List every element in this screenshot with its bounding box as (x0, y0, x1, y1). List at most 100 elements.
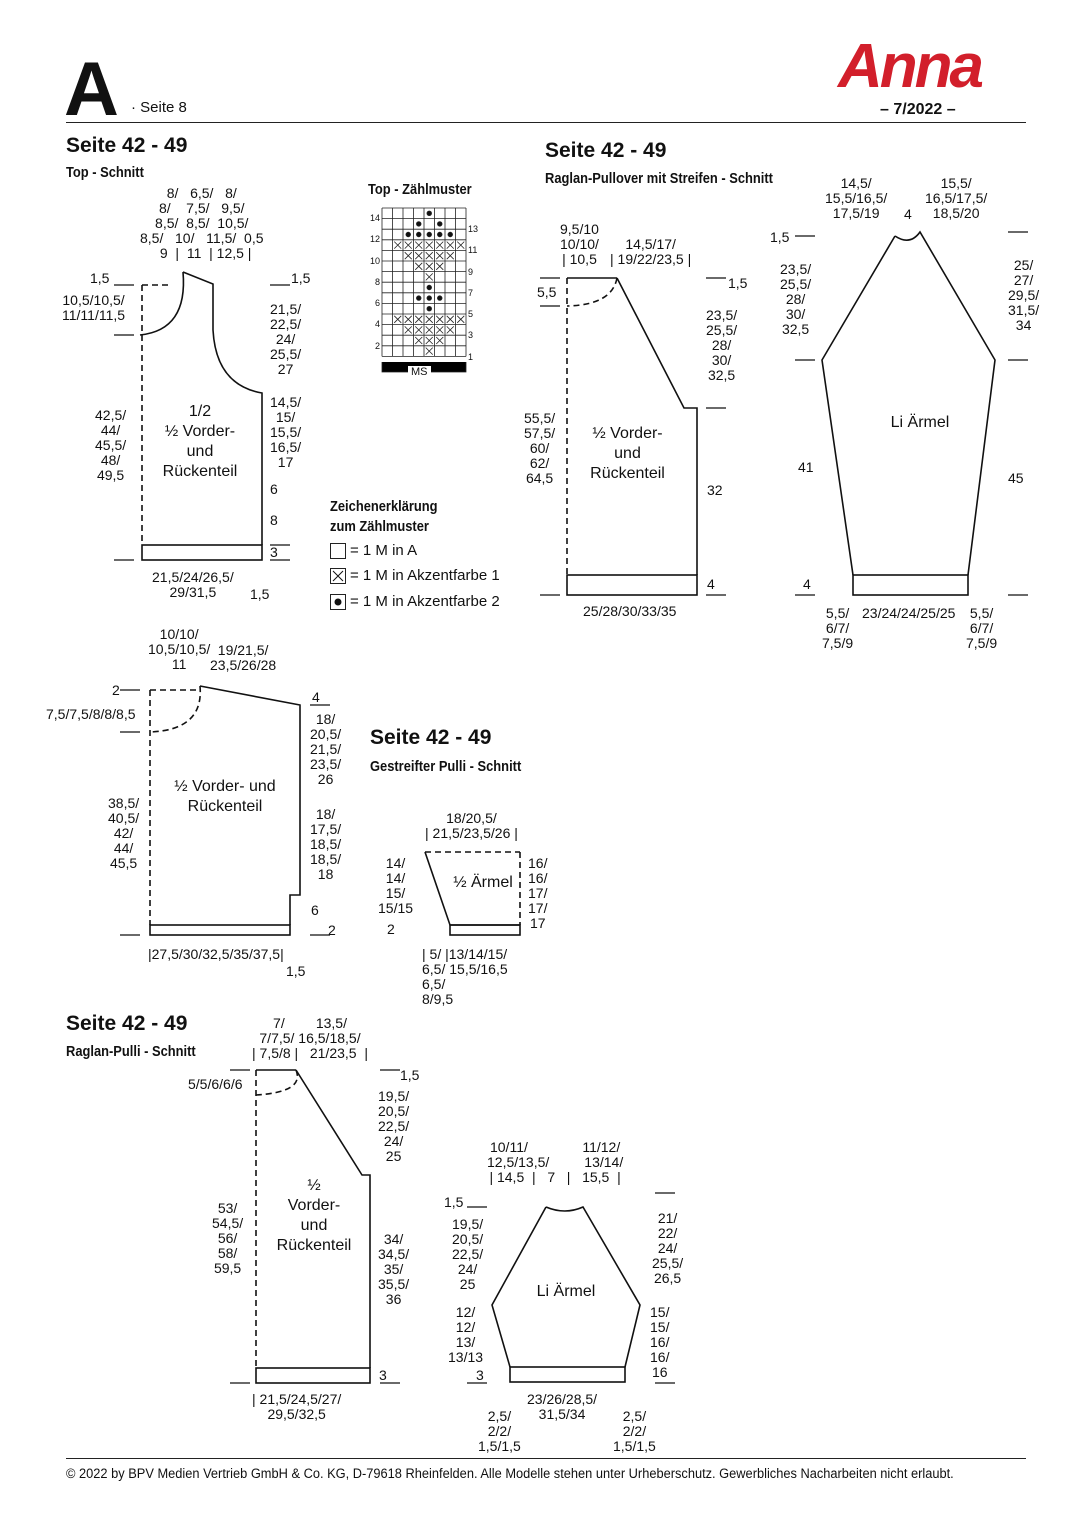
dot-mark (416, 295, 422, 301)
p2-neck-d: 7,5/7,5/8/8/8,5 (46, 706, 136, 722)
rs-side: 32 (707, 482, 723, 498)
cross-mark (456, 315, 465, 324)
top-piece-label: 1/2 ½ Vorder- und Rückenteil (162, 403, 238, 480)
rp-width: | 21,5/24,5/27/ 29,5/32,5 (252, 1391, 342, 1422)
raglan-pulli-subtitle: Raglan-Pulli - Schnitt (66, 1043, 196, 1060)
cross-mark (446, 326, 455, 334)
gs-right: 16/ 16/ 17/ 17/ 17 (528, 855, 548, 931)
rs-sl-top-right: 15,5/ 16,5/17,5/ 18,5/20 (925, 175, 988, 221)
cross-mark (446, 315, 455, 324)
grid-row-num: 4 (374, 319, 380, 330)
rs-neck-d: 5,5 (537, 284, 557, 300)
p2-length: 38,5/ 40,5/ 42/ 44/ 45,5 (108, 795, 140, 871)
grid-ms: MS (408, 366, 431, 378)
legend-text: = 1 M in Akzentfarbe 2 (350, 593, 500, 610)
grid-row-num: 7 (468, 287, 474, 298)
rs-raglan: 23,5/ 25,5/ 28/ 30/ 32,5 (706, 307, 738, 383)
cross-mark (425, 326, 434, 334)
gs-left-two: 2 (387, 921, 395, 937)
top-length: 42,5/ 44/ 45,5/ 48/ 49,5 (95, 407, 127, 483)
legend-text: = 1 M in A (350, 542, 418, 559)
dot-mark (426, 306, 432, 312)
legend-item-akzent2: = 1 M in Akzentfarbe 2 (330, 593, 500, 610)
rp-sl-right-raglan: 21/ 22/ 24/ 25,5/ 26,5 (652, 1210, 684, 1286)
section-letter: A (64, 47, 119, 132)
cross-mark (393, 241, 402, 249)
dot-mark (426, 284, 432, 291)
cross-mark (425, 262, 434, 271)
gestreifter-subtitle: Gestreifter Pulli - Schnitt (370, 758, 522, 775)
cross-mark (435, 315, 444, 324)
grid-row-num: 2 (374, 340, 380, 351)
rp-rib: 3 (379, 1367, 387, 1383)
grid-left-numbers: 14 12 10 8 6 4 2 (366, 208, 380, 357)
rp-sl-top: 10/11/ 11/12/ 12,5/13,5/ 13/14/ | 14,5 |… (487, 1139, 624, 1185)
rs-top-right: 14,5/17/ | 19/22/23,5 | (610, 236, 692, 267)
cross-mark (414, 251, 423, 260)
top-subtitle: Top - Schnitt (66, 164, 144, 181)
top-armhole: 21,5/ 22,5/ 24/ 25,5/ 27 (270, 301, 302, 377)
rs-rib: 4 (707, 576, 715, 592)
p2-piece-label: ½ Vorder- und Rückenteil (174, 778, 276, 815)
legend-item-a: = 1 M in A (330, 542, 417, 559)
rs-sl-right-len: 45 (1008, 470, 1024, 486)
top-width-small: 1,5 (250, 586, 270, 602)
grid-row-num: 11 (468, 245, 478, 256)
p2-side: 18/ 17,5/ 18,5/ 18,5/ 18 (310, 806, 342, 882)
cross-mark (404, 315, 413, 324)
rs-sl-right-raglan: 25/ 27/ 29,5/ 31,5/ 34 (1008, 257, 1040, 333)
rp-sl-left-low: 12/ 12/ 13/ 13/13 (448, 1304, 484, 1365)
grid-row-num: 1 (468, 351, 474, 362)
grid-right-numbers: 13 11 9 7 5 3 1 (468, 219, 482, 368)
raglan-streifen-subtitle: Raglan-Pullover mit Streifen - Schnitt (545, 170, 773, 187)
rp-side: 34/ 34,5/ 35/ 35,5/ 36 (378, 1231, 410, 1307)
cross-mark (425, 347, 434, 355)
cross-mark (414, 336, 423, 345)
dot-square-icon (330, 593, 346, 610)
top-three: 3 (270, 544, 278, 560)
p2-six: 6 (311, 902, 319, 918)
top-neck-left: 1,5 (90, 270, 110, 286)
cross-square-icon (330, 567, 346, 584)
gs-piece-label: ½ Ärmel (453, 874, 513, 891)
cross-mark (393, 315, 402, 324)
rs-width: 25/28/30/33/35 (583, 603, 677, 619)
rs-sl-left-raglan: 23,5/ 25,5/ 28/ 30/ 32,5 (780, 261, 812, 337)
dot-mark (437, 221, 443, 227)
dot-mark (426, 210, 432, 216)
legend-title: Zeichenerklärung zum Zählmuster (330, 498, 438, 535)
rs-sl-bot-left: 5,5/ 6/7/ 7,5/9 (822, 605, 854, 651)
cross-mark (425, 251, 434, 260)
top-neck-depth: 10,5/10,5/ 11/11/11,5 (62, 292, 126, 323)
rs-sl-left-len: 41 (798, 459, 814, 475)
cross-mark (435, 336, 444, 345)
rp-neck-d: 5/5/6/6/6 (188, 1076, 243, 1092)
rs-sl-bot-right: 5,5/ 6/7/ 7,5/9 (966, 605, 998, 651)
dot-mark (416, 221, 422, 227)
p2-width: |27,5/30/32,5/35/37,5| (148, 946, 284, 962)
cross-mark (425, 273, 434, 281)
top-shoulder-measures: 8/ 6,5/ 8/ 8/ 7,5/ 9,5/ 8,5/ 8,5/ 10,5/ … (140, 185, 264, 261)
top-neck-right: 1,5 (291, 270, 311, 286)
cross-mark (456, 241, 465, 249)
grid-row-num: 3 (468, 330, 474, 341)
gs-left: 14/ 14/ 15/ 15/15 (378, 855, 414, 916)
rp-sl-left-raglan: 19,5/ 20,5/ 22,5/ 24/ 25 (452, 1216, 484, 1292)
p2-four: 4 (312, 689, 320, 705)
cross-mark (425, 315, 434, 324)
dot-mark (416, 231, 422, 238)
cross-mark (435, 326, 444, 334)
top-side-lower: 14,5/ 15/ 15,5/ 16,5/ 17 (270, 394, 302, 470)
rp-sl-bot-right: 2,5/ 2/2/ 1,5/1,5 (613, 1408, 656, 1454)
rp-sl-bot-mid: 23/26/28,5/ 31,5/34 (527, 1391, 598, 1422)
copyright-footer: © 2022 by BPV Medien Vertrieb GmbH & Co.… (66, 1466, 954, 1481)
cross-mark (404, 326, 413, 334)
dot-mark (426, 295, 432, 301)
rp-sl-right-low: 15/ 15/ 16/ 16/ 16 (650, 1304, 670, 1380)
raglan-pulli-title: Seite 42 - 49 (66, 1012, 188, 1035)
rs-sl-left-h: 1,5 (770, 229, 790, 245)
grid-row-num: 8 (374, 276, 380, 287)
cross-mark (414, 241, 423, 249)
top-six: 6 (270, 481, 278, 497)
